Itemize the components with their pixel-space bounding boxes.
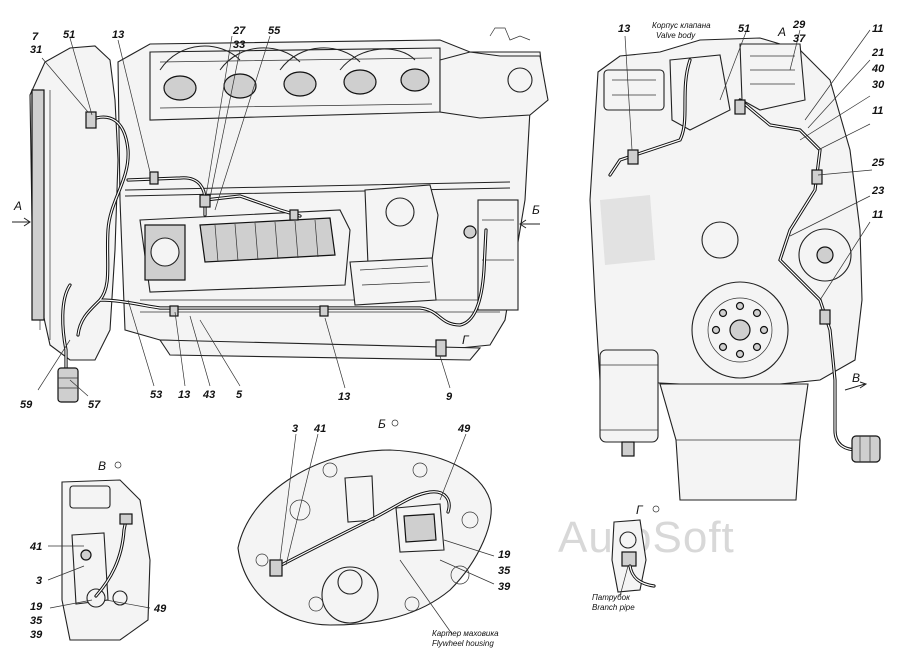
view-label-b-arrow: Б — [532, 203, 540, 217]
view-label-g-arrow: Г — [462, 333, 470, 347]
callout-27: 27 — [232, 25, 246, 37]
inset-view-g: Г Патрубок Branch pipe — [592, 503, 660, 612]
callout-39: 39 — [498, 581, 511, 593]
callout-35: 35 — [498, 565, 511, 577]
callout-13: 13 — [338, 391, 350, 403]
callout-21: 21 — [871, 47, 884, 59]
caption-flywheel-housing-en: Flywheel housing — [432, 639, 494, 648]
caption-branch-pipe-en: Branch pipe — [592, 603, 635, 612]
callout-3: 3 — [36, 575, 42, 587]
view-label-a-arrow: А — [13, 199, 22, 213]
callout-13: 13 — [178, 389, 190, 401]
callout-23: 23 — [871, 185, 884, 197]
callout-41: 41 — [29, 541, 42, 553]
callout-25: 25 — [871, 157, 885, 169]
callout-7: 7 — [32, 31, 39, 43]
watermark: AutoSoft — [558, 513, 735, 562]
callout-57: 57 — [88, 399, 101, 411]
injector-heads — [163, 68, 430, 101]
callout-43: 43 — [202, 389, 215, 401]
callout-49: 49 — [153, 603, 167, 615]
inset-title-g: Г — [636, 503, 644, 517]
caption-valve-body-ru: Корпус клапана — [652, 21, 711, 30]
callout-49: 49 — [457, 423, 471, 435]
callout-55: 55 — [268, 25, 281, 37]
callout-30: 30 — [872, 79, 885, 91]
callout-11: 11 — [872, 105, 883, 117]
callout-11: 11 — [872, 23, 883, 35]
callout-19: 19 — [498, 549, 511, 561]
view-label-v-arrow: В — [852, 371, 860, 385]
callout-13: 13 — [618, 23, 630, 35]
inset-title-b: Б — [378, 417, 386, 431]
caption-valve-body-en: Valve body — [656, 31, 696, 40]
view-a-front: В А Корпус клапана Valve body 13 51 29 3… — [589, 19, 885, 501]
caption-branch-pipe-ru: Патрубок — [592, 593, 631, 602]
callout-11: 11 — [872, 209, 883, 221]
callout-29: 29 — [792, 19, 806, 31]
callout-5: 5 — [236, 389, 243, 401]
callout-3: 3 — [292, 423, 298, 435]
callout-31: 31 — [30, 44, 42, 56]
callout-13: 13 — [112, 29, 124, 41]
pulley-bolts — [711, 301, 769, 359]
callout-51: 51 — [738, 23, 750, 35]
inset-view-b: Б 3 41 49 19 35 39 Картер маховика Flywh… — [237, 417, 511, 648]
callout-53: 53 — [150, 389, 162, 401]
inset-title-v: В — [98, 459, 106, 473]
callout-19: 19 — [30, 601, 43, 613]
callout-33: 33 — [233, 39, 245, 51]
callout-41: 41 — [313, 423, 326, 435]
callout-40: 40 — [871, 63, 885, 75]
callout-37: 37 — [793, 33, 806, 45]
callout-35: 35 — [30, 615, 43, 627]
caption-flywheel-housing-ru: Картер маховика — [432, 629, 499, 638]
view-label-a-title: А — [777, 25, 786, 39]
main-side-view: А Б Г 7 31 51 13 27 33 55 59 57 53 13 43… — [12, 25, 549, 411]
callout-39: 39 — [30, 629, 43, 641]
callout-59: 59 — [20, 399, 33, 411]
callout-9: 9 — [446, 391, 453, 403]
inset-view-v: В 41 3 19 35 39 49 — [29, 459, 167, 641]
callout-51: 51 — [63, 29, 75, 41]
